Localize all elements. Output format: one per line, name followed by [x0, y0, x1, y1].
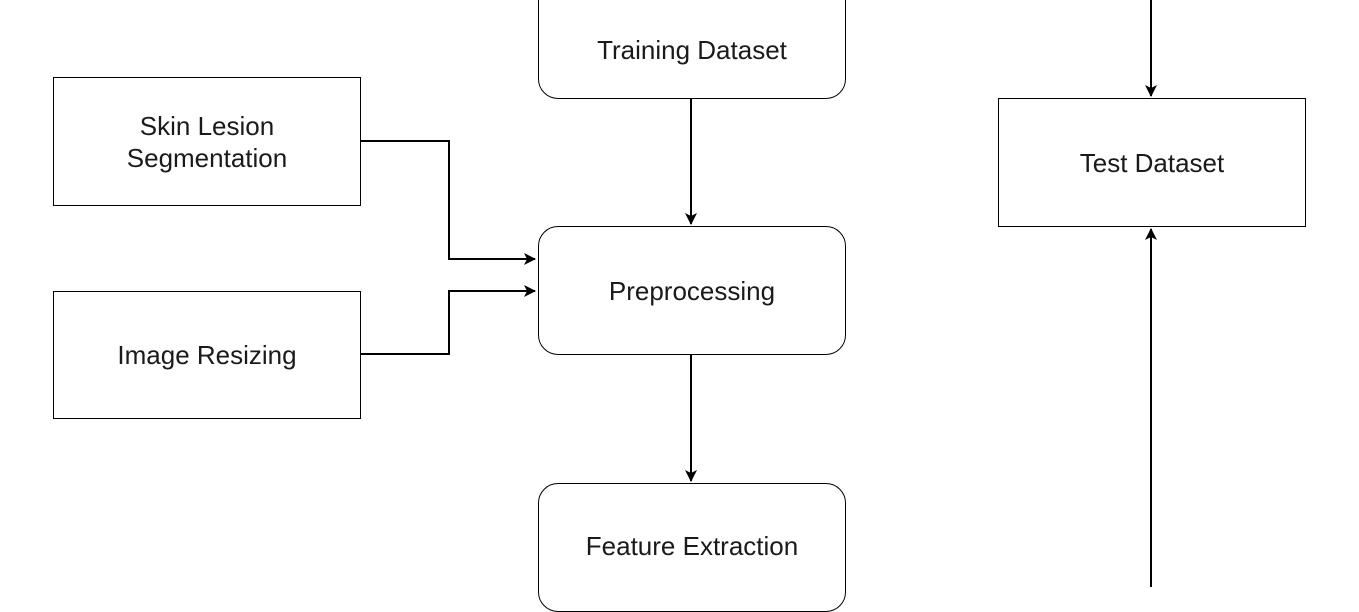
- skin-lesion-segmentation-label: Skin Lesion Segmentation: [127, 110, 287, 174]
- test-dataset-label: Test Dataset: [1079, 147, 1225, 178]
- feature-extraction-label: Feature Extraction: [585, 531, 799, 561]
- training-dataset-label: Training Dataset: [597, 34, 787, 65]
- image-resizing-node: Image Resizing: [53, 291, 361, 419]
- connector-layer: [360, 0, 1157, 587]
- training-dataset-node: Training Dataset: [538, 0, 846, 99]
- edge-resizing-to-preprocessing: [360, 285, 536, 355]
- preprocessing-node: Preprocessing: [538, 226, 846, 355]
- test-dataset-node: Test Dataset: [998, 98, 1306, 227]
- skin-lesion-segmentation-label-line1: Skin Lesion: [139, 110, 275, 141]
- edge-segmentation-to-preprocessing: [360, 140, 536, 265]
- feature-extraction-node: Feature Extraction: [538, 483, 846, 612]
- skin-lesion-segmentation-node: Skin Lesion Segmentation: [53, 77, 361, 206]
- preprocessing-label: Preprocessing: [608, 275, 776, 306]
- image-resizing-label: Image Resizing: [117, 340, 297, 370]
- skin-lesion-segmentation-label-line2: Segmentation: [126, 142, 288, 173]
